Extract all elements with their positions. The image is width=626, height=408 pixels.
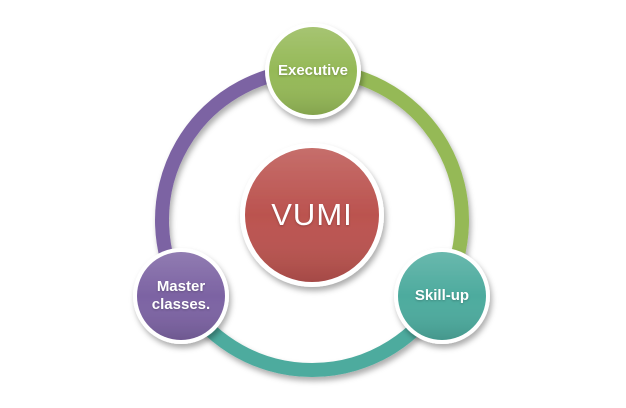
center-circle-vumi	[240, 143, 384, 287]
node-label-skill-up: Skill-up	[414, 287, 470, 304]
center-shade-vumi	[245, 148, 379, 282]
node-circle-master-classes	[133, 248, 229, 344]
node-label-executive: Executive	[277, 62, 349, 79]
node-shade-skill-up	[398, 252, 486, 340]
node-shade-master-classes	[137, 252, 225, 340]
node-circle-skill-up	[394, 248, 490, 344]
node-circle-executive	[265, 23, 361, 119]
center-label-vumi: VUMI	[271, 197, 353, 232]
node-label-master-classes: Master classes.	[151, 278, 211, 313]
node-shade-executive	[269, 27, 357, 115]
